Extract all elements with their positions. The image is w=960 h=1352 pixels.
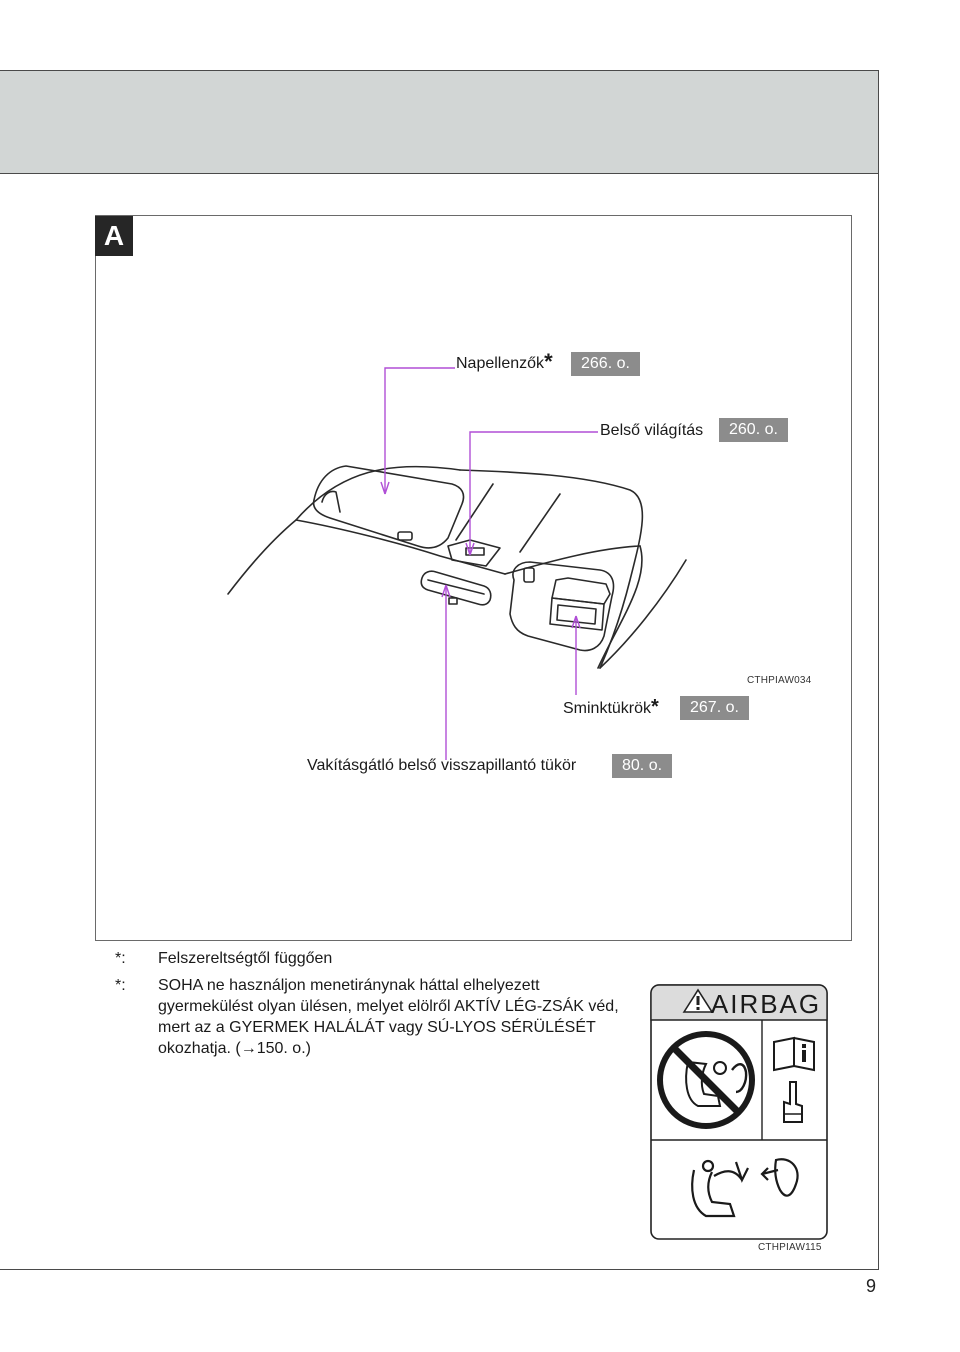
figure-code: CTHPIAW034 bbox=[747, 675, 812, 686]
pointing-hand-icon bbox=[783, 1081, 803, 1123]
rearview-mirror-shape bbox=[420, 570, 492, 606]
callout-rearview-mirror: Vakításgátló belső visszapillantó tükör bbox=[307, 757, 576, 775]
ref-interior-lights[interactable]: 260. o. bbox=[719, 418, 788, 442]
warning-triangle-icon bbox=[682, 988, 714, 1013]
footnote-text: Felszereltségtől függően bbox=[158, 950, 333, 967]
option-star-icon: * bbox=[544, 349, 553, 374]
no-rear-facing-child-seat-icon bbox=[657, 1031, 755, 1129]
ref-sun-visors[interactable]: 266. o. bbox=[571, 352, 640, 376]
right-margin-rule bbox=[878, 70, 879, 1270]
callout-sun-visors: Napellenzők* bbox=[456, 349, 553, 374]
section-badge: A bbox=[95, 216, 133, 256]
read-manual-icon bbox=[773, 1036, 815, 1072]
sun-visor-shape bbox=[312, 465, 465, 549]
callout-rearview-mirror-label: Vakításgátló belső visszapillantó tükör bbox=[307, 757, 577, 774]
callout-vanity-mirrors-label: Sminktükrök bbox=[563, 700, 652, 717]
child-seat-forward-icon bbox=[691, 1158, 799, 1218]
ref-rearview-mirror[interactable]: 80. o. bbox=[612, 754, 673, 778]
airbag-label-code: CTHPIAW115 bbox=[758, 1242, 822, 1253]
callout-sun-visors-label: Napellenzők bbox=[456, 355, 545, 372]
callout-interior-lights: Belső világítás bbox=[600, 422, 703, 440]
callout-vanity-mirrors: Sminktükrök* bbox=[563, 696, 659, 718]
interior-light-shape bbox=[447, 539, 501, 567]
footnote-text: SOHA ne használjon menetiránynak háttal … bbox=[158, 977, 619, 1057]
callout-interior-lights-label: Belső világítás bbox=[600, 422, 704, 439]
airbag-warning-label: AIRBAG CTHPIAW115 bbox=[650, 984, 830, 1259]
airbag-title: AIRBAG bbox=[711, 989, 821, 1019]
footnote-mark: *: bbox=[115, 977, 126, 994]
figure-frame bbox=[95, 215, 852, 941]
footnotes: *: Felszereltségtől függően *: SOHA ne h… bbox=[115, 948, 628, 1059]
option-star-icon: * bbox=[651, 696, 659, 718]
footer-rule bbox=[0, 1269, 879, 1270]
header-band bbox=[0, 70, 879, 174]
footnote-airbag-warning: *: SOHA ne használjon menetiránynak hátt… bbox=[115, 975, 628, 1059]
page-number: 9 bbox=[866, 1276, 877, 1296]
footnote-mark: *: bbox=[115, 950, 126, 967]
ref-vanity-mirrors[interactable]: 267. o. bbox=[680, 696, 749, 720]
footnote-equipment: *: Felszereltségtől függően bbox=[115, 948, 628, 969]
